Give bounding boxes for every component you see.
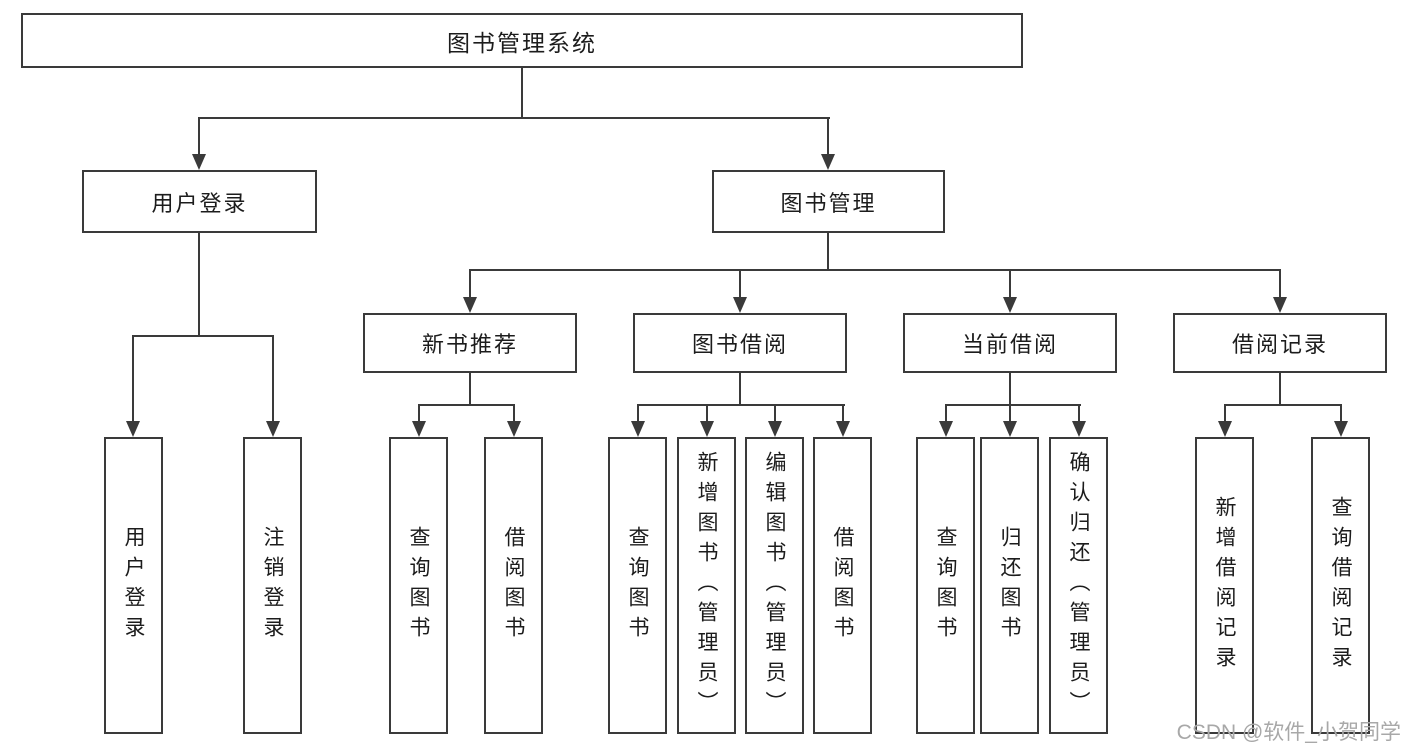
connector-line bbox=[469, 269, 471, 299]
node-query-books-borrowing: 查询图书 bbox=[608, 437, 667, 734]
connector-line bbox=[1009, 404, 1011, 424]
node-confirm-return-admin: 确认归还（管理员） bbox=[1049, 437, 1108, 734]
node-label: 查询图书 bbox=[626, 525, 649, 646]
connector-line bbox=[513, 404, 515, 424]
connector-line bbox=[774, 404, 776, 424]
connector-line bbox=[1078, 404, 1080, 424]
node-label: 借阅图书 bbox=[831, 525, 854, 646]
node-user-login-leaf: 用户登录 bbox=[104, 437, 163, 734]
arrow-down-icon bbox=[733, 297, 747, 313]
arrow-down-icon bbox=[1334, 421, 1348, 437]
node-label: 确认归还（管理员） bbox=[1067, 450, 1090, 721]
arrow-down-icon bbox=[192, 154, 206, 170]
node-label: 归还图书 bbox=[998, 525, 1021, 646]
node-new-book-recommendation: 新书推荐 bbox=[363, 313, 577, 373]
node-label: 新增借阅记录 bbox=[1213, 495, 1236, 676]
arrow-down-icon bbox=[768, 421, 782, 437]
node-label: 借阅记录 bbox=[1231, 332, 1328, 357]
node-add-borrow-record: 新增借阅记录 bbox=[1195, 437, 1254, 734]
node-logout: 注销登录 bbox=[243, 437, 302, 734]
arrow-down-icon bbox=[266, 421, 280, 437]
arrow-down-icon bbox=[1218, 421, 1232, 437]
connector-line bbox=[739, 269, 741, 299]
node-label: 用户登录 bbox=[151, 190, 248, 216]
arrow-down-icon bbox=[1003, 297, 1017, 313]
arrow-down-icon bbox=[1273, 297, 1287, 313]
node-label: 图书管理 bbox=[780, 190, 877, 216]
arrow-down-icon bbox=[507, 421, 521, 437]
connector-line bbox=[1279, 269, 1281, 299]
node-user-login-branch: 用户登录 bbox=[82, 170, 317, 233]
connector-line bbox=[1224, 404, 1342, 406]
connector-line bbox=[706, 404, 708, 424]
node-add-books-admin: 新增图书（管理员） bbox=[677, 437, 736, 734]
watermark: CSDN @软件_小贺同学 bbox=[1176, 721, 1401, 744]
node-label: 查询图书 bbox=[407, 525, 430, 646]
node-label: 新增图书（管理员） bbox=[695, 450, 718, 721]
arrow-down-icon bbox=[700, 421, 714, 437]
node-label: 借阅图书 bbox=[502, 525, 525, 646]
arrow-down-icon bbox=[463, 297, 477, 313]
connector-line bbox=[1224, 404, 1226, 424]
connector-line bbox=[827, 233, 829, 270]
node-label: 注销登录 bbox=[261, 525, 284, 646]
node-label: 查询图书 bbox=[934, 525, 957, 646]
node-label: 用户登录 bbox=[122, 525, 145, 646]
connector-line bbox=[1279, 373, 1281, 405]
node-book-management: 图书管理 bbox=[712, 170, 945, 233]
connector-line bbox=[827, 117, 829, 157]
node-return-books: 归还图书 bbox=[980, 437, 1039, 734]
arrow-down-icon bbox=[631, 421, 645, 437]
node-edit-books-admin: 编辑图书（管理员） bbox=[745, 437, 804, 734]
node-borrowing-records: 借阅记录 bbox=[1173, 313, 1387, 373]
connector-line bbox=[521, 68, 523, 119]
connector-line bbox=[945, 404, 1081, 406]
arrow-down-icon bbox=[821, 154, 835, 170]
connector-line bbox=[637, 404, 845, 406]
arrow-down-icon bbox=[1072, 421, 1086, 437]
connector-line bbox=[132, 335, 274, 337]
node-library-management-system: 图书管理系统 bbox=[21, 13, 1023, 68]
connector-line bbox=[272, 335, 274, 425]
connector-line bbox=[1009, 373, 1011, 405]
connector-line bbox=[637, 404, 639, 424]
connector-line bbox=[418, 404, 515, 406]
node-label: 图书借阅 bbox=[691, 332, 788, 357]
connector-line bbox=[469, 373, 471, 405]
connector-line bbox=[1009, 269, 1011, 299]
node-query-books-recommend: 查询图书 bbox=[389, 437, 448, 734]
node-query-borrow-record: 查询借阅记录 bbox=[1311, 437, 1370, 734]
connector-line bbox=[132, 335, 134, 425]
node-label: 图书管理系统 bbox=[447, 29, 597, 56]
connector-line bbox=[418, 404, 420, 424]
arrow-down-icon bbox=[1003, 421, 1017, 437]
node-query-books-current: 查询图书 bbox=[916, 437, 975, 734]
connector-line bbox=[469, 269, 1281, 271]
connector-line bbox=[198, 233, 200, 336]
node-label: 编辑图书（管理员） bbox=[763, 450, 786, 721]
arrow-down-icon bbox=[939, 421, 953, 437]
arrow-down-icon bbox=[126, 421, 140, 437]
arrow-down-icon bbox=[412, 421, 426, 437]
node-label: 查询借阅记录 bbox=[1329, 495, 1352, 676]
connector-line bbox=[739, 373, 741, 405]
node-borrow-books-recommend: 借阅图书 bbox=[484, 437, 543, 734]
connector-line bbox=[842, 404, 844, 424]
arrow-down-icon bbox=[836, 421, 850, 437]
node-borrow-books-borrowing: 借阅图书 bbox=[813, 437, 872, 734]
connector-line bbox=[198, 117, 830, 119]
connector-line bbox=[945, 404, 947, 424]
connector-line bbox=[198, 117, 200, 157]
node-label: 当前借阅 bbox=[961, 332, 1058, 357]
connector-line bbox=[1340, 404, 1342, 424]
node-book-borrowing: 图书借阅 bbox=[633, 313, 847, 373]
node-current-borrowing: 当前借阅 bbox=[903, 313, 1117, 373]
node-label: 新书推荐 bbox=[421, 332, 518, 357]
